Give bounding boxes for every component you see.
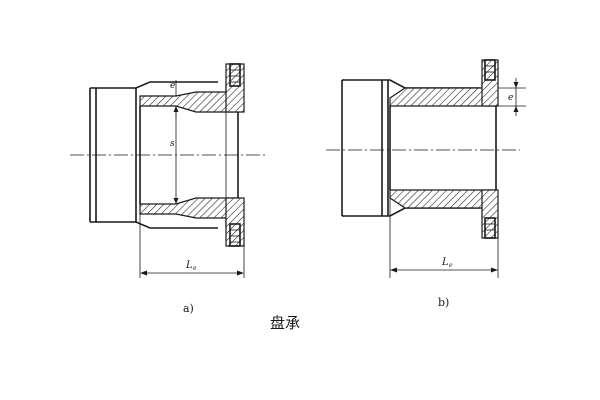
figure-a: e s L e a) (70, 63, 265, 315)
figure-a-diameter-label: s (170, 139, 175, 149)
figure-a-length-dimension: L e (139, 214, 245, 278)
figure-b-wall-dimension: e (498, 78, 526, 116)
figure-a-length-label: L (185, 260, 193, 271)
figure-a-bottom-wall (139, 197, 239, 229)
figure-b-length-subscript: e (449, 262, 453, 269)
figure-b-top-wall (389, 79, 497, 107)
figure-b: e L e b) (326, 59, 526, 309)
figure-a-top-wall (139, 81, 239, 113)
figure-b-flange-bottom (481, 189, 499, 239)
figure-b-length-label: L (441, 257, 449, 268)
figure-b-length-dimension: L e (389, 198, 499, 278)
figure-caption: 盘承 (270, 314, 300, 332)
figure-a-sub-label: a) (183, 302, 194, 315)
figure-b-wall-label: e (508, 93, 513, 103)
figure-a-diameter-dimension: s (170, 106, 179, 204)
figure-a-length-subscript: e (193, 265, 197, 272)
figure-b-sub-label: b) (438, 296, 449, 309)
figure-a-wall-label: e (170, 81, 175, 91)
figure-a-flange-top (225, 63, 245, 113)
figure-a-flange-bottom (225, 197, 245, 247)
figure-b-bottom-wall (389, 189, 497, 217)
figure-b-flange-top (481, 59, 499, 107)
